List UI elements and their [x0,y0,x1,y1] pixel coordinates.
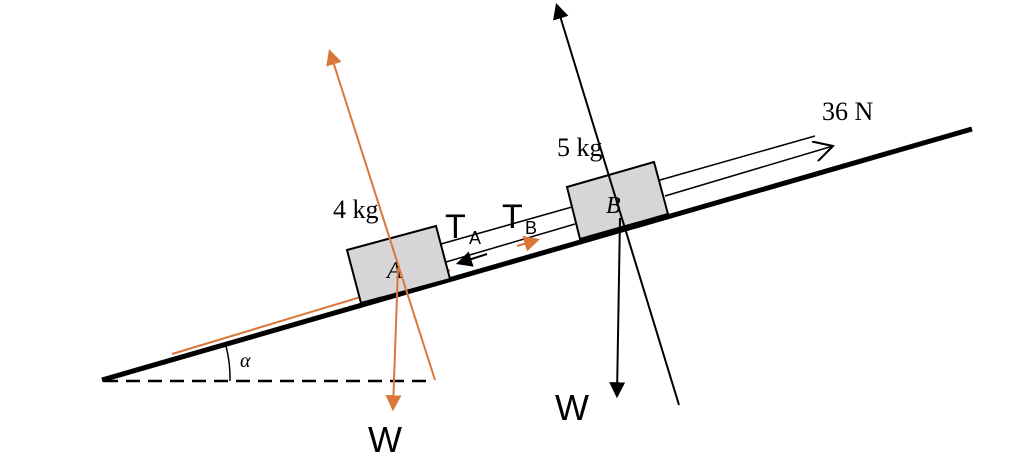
svg-text:T: T [502,198,523,236]
normal-force-b-arrow [553,2,680,406]
angle-arc [225,345,231,382]
tension-a-label: T A [445,208,481,248]
normal-force-a-arrow [326,48,436,381]
weight-a-label: W [368,419,402,456]
weight-a-arrow [385,267,402,412]
weight-b-arrow [609,217,626,399]
tension-b-label: T B [502,198,537,238]
angle-label: α [240,350,251,372]
applied-force-arrow [664,146,833,197]
inclined-plane [101,126,973,383]
svg-text:B: B [525,218,537,238]
weight-b-label: W [555,387,589,428]
tension-a-arrow [455,251,488,267]
svg-text:T: T [445,208,466,246]
block-a-mass: 4 kg [333,195,379,224]
rope-upper-line [440,206,573,245]
tension-b-arrow [516,236,541,252]
svg-text:A: A [469,228,481,248]
force-rope-upper [659,135,816,181]
block-b-mass: 5 kg [557,133,603,162]
applied-force-label: 36 N [822,97,874,126]
block-b-label: B [606,193,621,219]
